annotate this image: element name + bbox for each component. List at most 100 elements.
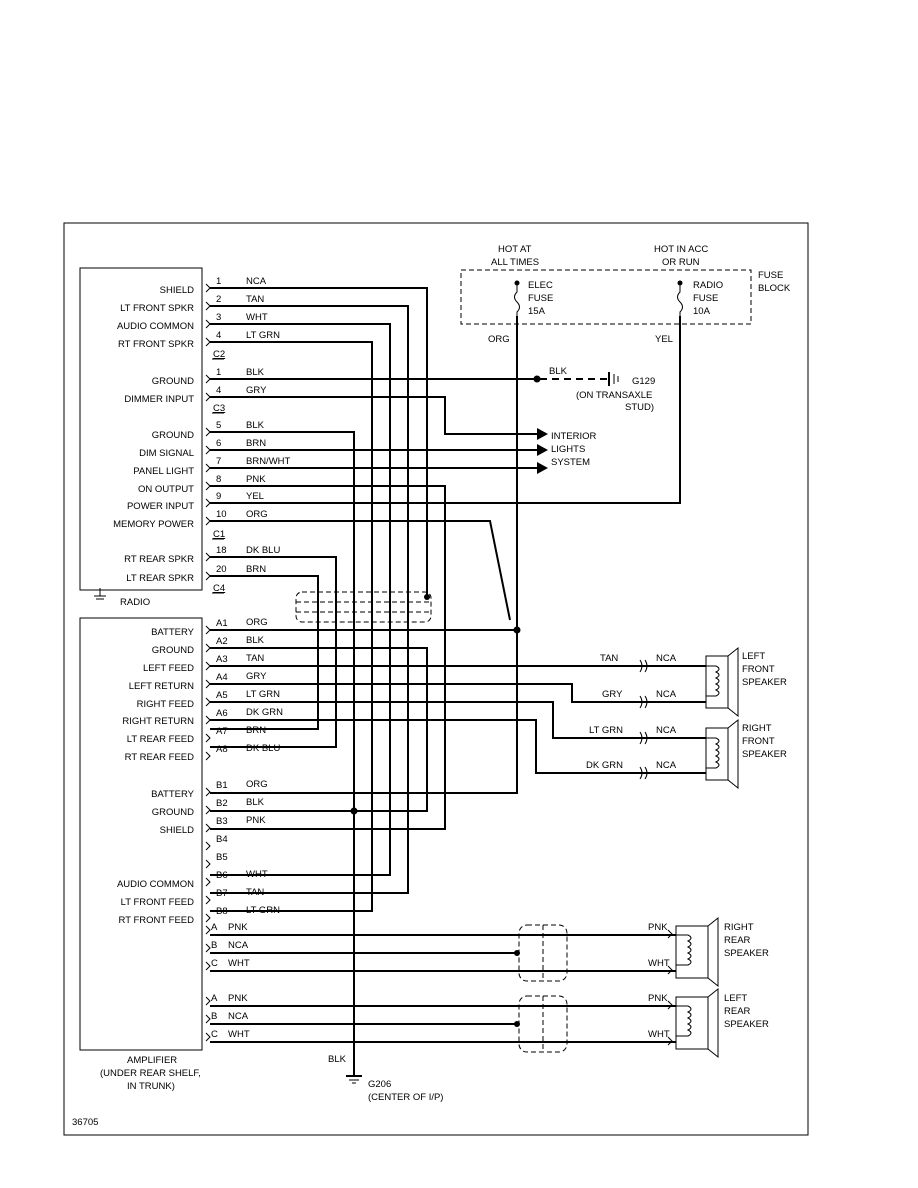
org-wire-label: ORG: [488, 334, 510, 345]
pin-label: LT FRONT SPKR: [120, 303, 194, 314]
pin-number: B2: [216, 798, 228, 809]
pin-label: MEMORY POWER: [113, 519, 194, 530]
pin-label: LT FRONT FEED: [121, 897, 195, 908]
connector-c4: C4: [213, 583, 225, 594]
radio-label: RADIO: [120, 597, 150, 608]
figure-id: 36705: [72, 1117, 98, 1128]
pin-number: B8: [216, 906, 228, 917]
pin-label: LEFT FEED: [143, 663, 194, 674]
radio-wire-colors: NCA TAN WHT LT GRN BLK GRY BLK BRN BRN/W…: [246, 276, 291, 575]
fuse-block: HOT AT ALL TIMES HOT IN ACC OR RUN FUSE …: [460, 244, 791, 345]
pin-number: 10: [216, 509, 227, 520]
system-label: SYSTEM: [551, 457, 590, 468]
yel-wire-label: YEL: [655, 334, 673, 345]
wire-color: WHT: [228, 958, 250, 969]
speaker-wire-label: LT GRN: [589, 725, 623, 736]
amp-wire-colors: ORG BLK TAN GRY LT GRN DK GRN BRN DK BLU…: [246, 617, 283, 916]
speaker-label: RIGHT: [724, 922, 754, 933]
pin-number: 7: [216, 456, 221, 467]
pin-label: LT REAR SPKR: [126, 573, 194, 584]
radio-pin-labels: SHIELD LT FRONT SPKR AUDIO COMMON RT FRO…: [113, 285, 194, 584]
elec-fuse-label-1: ELEC: [528, 280, 553, 291]
pin-letter: A: [211, 922, 218, 933]
wire-color: NCA: [246, 276, 267, 287]
pin-number: 6: [216, 438, 221, 449]
radio-fuse-label-1: RADIO: [693, 280, 723, 291]
pin-number: 1: [216, 276, 221, 287]
elec-fuse-label-3: 15A: [528, 306, 546, 317]
pin-label: RIGHT RETURN: [122, 716, 194, 727]
interior-label: INTERIOR: [551, 431, 597, 442]
interior-lights-arrows: INTERIOR LIGHTS SYSTEM: [537, 428, 597, 474]
wire-color: BLK: [246, 367, 265, 378]
fuse-label: FUSE: [758, 270, 783, 281]
radio-box: [79, 267, 203, 591]
pin-label: POWER INPUT: [127, 501, 194, 512]
speaker-label: REAR: [724, 1006, 751, 1017]
amplifier-box: [79, 617, 203, 1051]
wire-color: BRN: [246, 564, 266, 575]
speaker-wire-label: DK GRN: [586, 760, 623, 771]
wire-color: WHT: [228, 1029, 250, 1040]
speaker-label: REAR: [724, 935, 751, 946]
wire-color: PNK: [228, 993, 248, 1004]
pin-number: 4: [216, 385, 221, 396]
left-front-speaker: TAN NCA GRY NCA LEFT FRONT SPEAKER: [600, 646, 787, 718]
speaker-wire-label: PNK: [648, 922, 668, 933]
wire-color: DK BLU: [246, 545, 280, 556]
pin-label: SHIELD: [160, 825, 194, 836]
pin-label: LT REAR FEED: [127, 734, 194, 745]
right-front-speaker: LT GRN NCA DK GRN NCA RIGHT FRONT SPEAKE…: [586, 718, 787, 790]
pin-label: BATTERY: [151, 627, 195, 638]
wire-color: ORG: [246, 509, 268, 520]
wire-color: LT GRN: [246, 689, 280, 700]
org-battery-feed: [210, 316, 521, 794]
amplifier-location-2: IN TRUNK): [127, 1081, 175, 1092]
wire-color: YEL: [246, 491, 264, 502]
pin-label: RIGHT FEED: [137, 699, 194, 710]
wire-color: WHT: [246, 312, 268, 323]
speaker-label: LEFT: [724, 993, 747, 1004]
speaker-label: FRONT: [742, 664, 775, 675]
speaker-nca-label: NCA: [656, 689, 677, 700]
hot-in-acc-label: HOT IN ACC: [654, 244, 708, 255]
pin-label: DIM SIGNAL: [139, 448, 194, 459]
pin-number: 18: [216, 545, 227, 556]
pin-label: PANEL LIGHT: [133, 466, 194, 477]
pin-letter: B: [211, 1011, 217, 1022]
pin-label: GROUND: [152, 645, 194, 656]
shield-bundle: [295, 591, 432, 623]
pin-letter: C: [211, 958, 218, 969]
elec-fuse-terminal: [514, 280, 520, 286]
pin-label: DIMMER INPUT: [124, 394, 194, 405]
pin-label: AUDIO COMMON: [117, 879, 194, 890]
g129-wire-label: BLK: [549, 366, 568, 377]
speaker-label: RIGHT: [742, 723, 772, 734]
pin-label: GROUND: [152, 807, 194, 818]
connector-c3: C3: [213, 403, 225, 414]
radio-ground-symbol: [94, 588, 106, 600]
pin-number: B4: [216, 834, 228, 845]
pin-number: A4: [216, 672, 228, 683]
wire-color: BLK: [246, 797, 265, 808]
pin-number: B5: [216, 852, 228, 863]
pin-label: GROUND: [152, 376, 194, 387]
speaker-wire-label: TAN: [600, 653, 618, 664]
pin-label: RT REAR SPKR: [124, 554, 194, 565]
pin-label: RT FRONT SPKR: [118, 339, 194, 350]
amp-pin-numbers: A1 A2 A3 A4 A5 A6 A7 A8 B1 B2 B3 B4 B5 B…: [216, 618, 228, 917]
pin-number: 20: [216, 564, 227, 575]
radio-connector-lines: [212, 358, 224, 594]
speaker-label: SPEAKER: [724, 1019, 769, 1030]
wire-color: PNK: [246, 815, 266, 826]
wire-color: TAN: [246, 653, 264, 664]
wire-color: BLK: [246, 635, 265, 646]
radio-fuse-label-2: FUSE: [693, 293, 718, 304]
amplifier-location-1: (UNDER REAR SHELF,: [100, 1068, 201, 1079]
g129-ground: BLK G129 (ON TRANSAXLE STUD): [533, 366, 655, 413]
diagram-frame: [63, 222, 809, 1136]
pin-label: BATTERY: [151, 789, 195, 800]
g129-note-2: STUD): [625, 402, 654, 413]
amplifier-label: AMPLIFIER: [127, 1055, 177, 1066]
pin-number: 5: [216, 420, 221, 431]
